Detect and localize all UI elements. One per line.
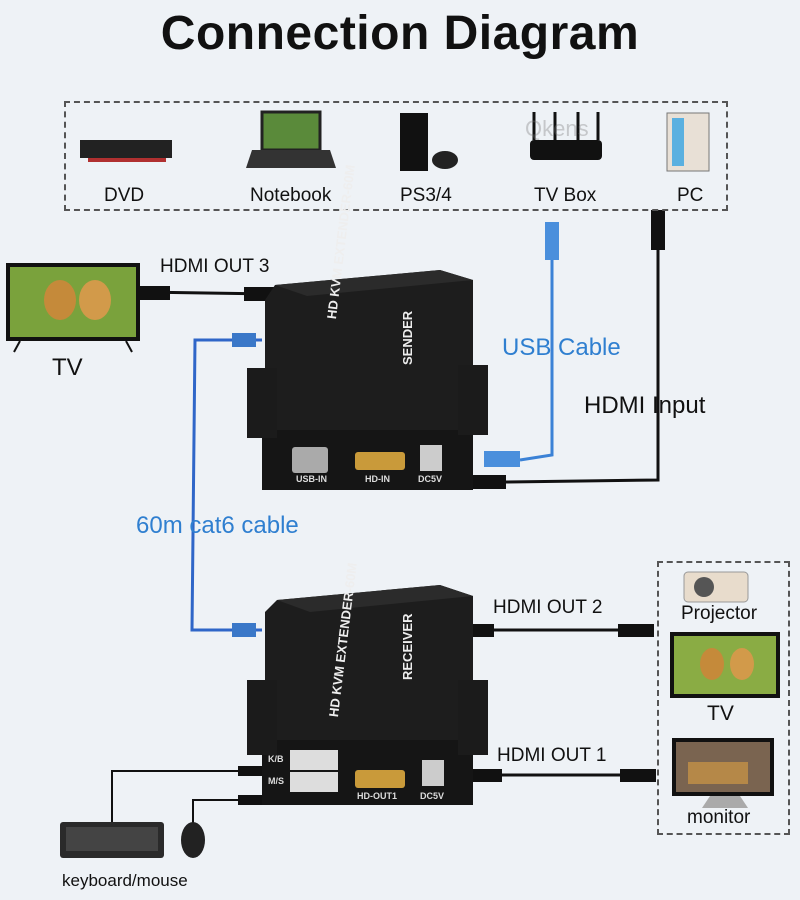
label-hdmi-input: HDMI Input xyxy=(584,392,706,419)
projector-icon xyxy=(683,571,749,603)
router-icon xyxy=(530,112,602,160)
mouse-cable xyxy=(192,799,258,826)
label-monitor: monitor xyxy=(687,807,751,828)
pc-tower-icon xyxy=(666,112,710,172)
watermark-text: Qkens xyxy=(525,116,589,141)
receiver-role-text: RECEIVER xyxy=(400,613,415,680)
sender-port-dc5v: DC5V xyxy=(418,474,443,484)
kb-plug xyxy=(238,766,262,776)
hdmi-plug-pc xyxy=(651,210,665,250)
keyboard-icon xyxy=(60,822,164,858)
source-label-tv-box: TV Box xyxy=(534,185,597,206)
usb-plug xyxy=(545,222,559,260)
receiver-port-hd-out1: HD-OUT1 xyxy=(357,791,397,801)
monitor-icon xyxy=(672,738,774,808)
label-usb-cable: USB Cable xyxy=(502,334,621,361)
hdmi-plug-monitor xyxy=(620,769,656,782)
rj45-plug-bottom xyxy=(232,623,256,637)
source-label-notebook: Notebook xyxy=(250,185,332,206)
display-devices-box xyxy=(657,561,790,835)
cat6-cable xyxy=(190,338,262,632)
receiver-port-kb: K/B xyxy=(268,754,284,764)
sender-unit xyxy=(247,270,488,490)
hdmi-plug-tv-left xyxy=(140,286,170,300)
keyboard-cable xyxy=(111,770,258,822)
ms-plug xyxy=(238,795,262,805)
source-devices-box xyxy=(64,101,728,211)
usb-plug-sender xyxy=(484,451,520,467)
notebook-icon xyxy=(246,110,336,168)
label-hdmi-out-2: HDMI OUT 2 xyxy=(493,597,603,618)
receiver-port-dc5v: DC5V xyxy=(420,791,445,801)
label-hdmi-out-3: HDMI OUT 3 xyxy=(160,256,270,277)
label-hdmi-out-1: HDMI OUT 1 xyxy=(497,745,607,766)
sender-port-usb-in: USB-IN xyxy=(296,474,327,484)
receiver-unit xyxy=(247,585,488,805)
dvd-player-icon xyxy=(80,140,172,162)
hdmi-plug-projector xyxy=(618,624,654,637)
sender-port-hd-in: HD-IN xyxy=(365,474,390,484)
rj45-plug-top xyxy=(232,333,256,347)
tv-left-icon xyxy=(6,263,140,353)
receiver-port-ms: M/S xyxy=(268,776,285,786)
usb-cable xyxy=(519,255,554,462)
sender-role-text: SENDER xyxy=(400,310,415,365)
hdmi-plug-sender xyxy=(470,475,506,489)
ps-console-icon xyxy=(400,113,458,171)
hdmi-plug-rx-out1 xyxy=(468,769,502,782)
tv-right-icon xyxy=(670,632,780,698)
mouse-icon xyxy=(181,822,205,858)
hdmi-input-cable xyxy=(504,250,660,484)
source-label-pc: PC xyxy=(677,185,704,206)
label-tv-left: TV xyxy=(52,354,83,381)
page-title: Connection Diagram xyxy=(160,7,640,60)
source-label-ps: PS3/4 xyxy=(400,185,452,206)
label-projector: Projector xyxy=(681,603,758,624)
label-tv-right: TV xyxy=(707,702,734,725)
label-keyboard-mouse: keyboard/mouse xyxy=(62,871,188,890)
source-label-dvd: DVD xyxy=(104,185,145,206)
label-cat6-cable: 60m cat6 cable xyxy=(136,512,299,539)
